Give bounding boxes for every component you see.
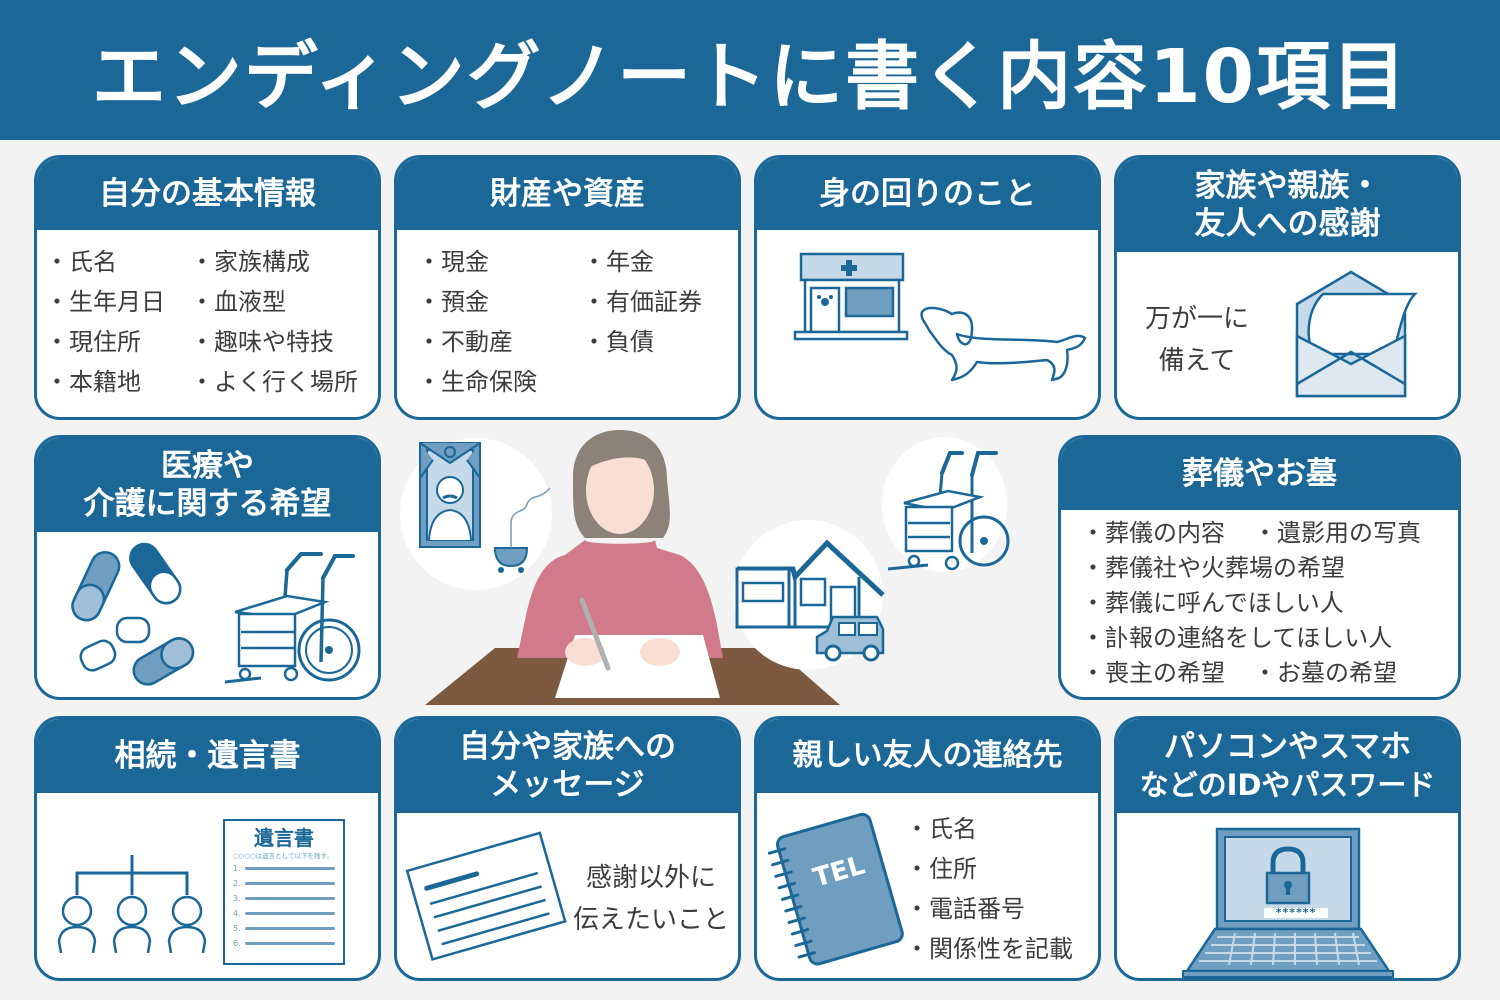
card-header: 親しい友人の連絡先 xyxy=(757,719,1098,793)
card-caption: 感謝以外に 伝えたいこと xyxy=(573,863,730,935)
card-caption: 万が一に 備えて xyxy=(1145,304,1250,376)
card-header: 自分や家族への メッセージ xyxy=(397,719,738,813)
card-title: 身の回りのこと xyxy=(819,176,1036,212)
card-basic-info: 自分の基本情報 氏名 生年月日 現住所 本籍地 家族構成 血液型 趣味や特技 よ… xyxy=(34,155,381,420)
pills-icon xyxy=(71,542,195,686)
wheelchair-icon xyxy=(224,552,361,684)
list-item: 電話番号 xyxy=(905,889,1073,929)
item-list-right: 年金 有価証券 負債 xyxy=(582,242,702,362)
will-document-icon: 遺言書 ○○○○は遺言として以下を残す。 1. 2. 3. 4. 5. 6. xyxy=(223,819,345,965)
card-title-line2: 友人への感謝 xyxy=(1194,206,1381,242)
card-assets: 財産や資産 現金 預金 不動産 生命保険 年金 有価証券 負債 xyxy=(394,155,741,420)
list-item: 年金 xyxy=(582,242,702,282)
card-funeral-grave: 葬儀やお墓 葬儀の内容・遺影用の写真 葬儀社や火葬場の希望 葬儀に呼んでほしい人… xyxy=(1058,435,1461,700)
house-car-icon xyxy=(735,539,885,662)
list-item: 氏名 xyxy=(905,809,1073,849)
list-item: 葬儀の内容・遺影用の写真 xyxy=(1081,516,1421,551)
letter-card-icon xyxy=(405,831,567,961)
card-title-line2: メッセージ xyxy=(490,767,645,803)
list-item: 氏名 xyxy=(45,242,165,282)
list-item: 生年月日 xyxy=(45,282,165,322)
card-gratitude: 家族や親族・ 友人への感謝 万が一に 備えて xyxy=(1114,155,1461,420)
item-list-left: 現金 預金 不動産 生命保険 xyxy=(417,242,537,402)
item-list: 葬儀の内容・遺影用の写真 葬儀社や火葬場の希望 葬儀に呼んでほしい人 訃報の連絡… xyxy=(1081,516,1421,691)
card-title: 自分の基本情報 xyxy=(99,176,316,212)
list-item: 葬儀に呼んでほしい人 xyxy=(1081,586,1421,621)
list-item: 関係性を記載 xyxy=(905,929,1073,969)
list-item: 現金 xyxy=(417,242,537,282)
card-header: パソコンやスマホ などのIDやパスワード xyxy=(1117,719,1458,813)
list-item: 負債 xyxy=(582,322,702,362)
vet-clinic-icon xyxy=(793,252,909,341)
family-tree-icon xyxy=(57,855,207,954)
card-medical-care: 医療や 介護に関する希望 xyxy=(34,435,381,700)
dachshund-icon xyxy=(920,306,1087,382)
list-item: 有価証券 xyxy=(582,282,702,322)
list-item: よく行く場所 xyxy=(190,362,358,402)
list-item: 不動産 xyxy=(417,322,537,362)
item-list-right: 家族構成 血液型 趣味や特技 よく行く場所 xyxy=(190,242,358,402)
list-item: 血液型 xyxy=(190,282,358,322)
woman-writing-icon xyxy=(425,430,840,705)
list-item: 家族構成 xyxy=(190,242,358,282)
envelope-letter-icon xyxy=(1295,270,1419,398)
list-item: 本籍地 xyxy=(45,362,165,402)
card-title-line1: 自分や家族への xyxy=(459,729,676,765)
list-item: 喪主の希望・お墓の希望 xyxy=(1081,656,1421,691)
list-item: 預金 xyxy=(417,282,537,322)
card-title: 相続・遺言書 xyxy=(114,738,301,774)
card-messages: 自分や家族への メッセージ 感謝以外に 伝えたいこと xyxy=(394,716,741,981)
card-header: 財産や資産 xyxy=(397,158,738,230)
list-item: 趣味や特技 xyxy=(190,322,358,362)
card-personal-affairs: 身の回りのこと xyxy=(754,155,1101,420)
card-header: 身の回りのこと xyxy=(757,158,1098,230)
list-item: 現住所 xyxy=(45,322,165,362)
card-title-line1: 家族や親族・ xyxy=(1194,168,1381,204)
card-title-line2: 介護に関する希望 xyxy=(83,486,332,522)
page-title: エンディングノートに書く内容10項目 xyxy=(91,33,1409,120)
card-header: 自分の基本情報 xyxy=(37,158,378,230)
list-item: 住所 xyxy=(905,849,1073,889)
card-friend-contacts: 親しい友人の連絡先 TEL 氏名 住所 電話番号 関係性を記載 xyxy=(754,716,1101,981)
card-title-line1: 医療や xyxy=(161,448,254,484)
card-title: 葬儀やお墓 xyxy=(1182,456,1337,492)
list-item: 訃報の連絡をしてほしい人 xyxy=(1081,621,1421,656)
card-header: 葬儀やお墓 xyxy=(1061,438,1458,510)
keyboard-icon xyxy=(1182,927,1394,978)
list-item: 葬儀社や火葬場の希望 xyxy=(1081,551,1421,586)
card-header: 家族や親族・ 友人への感謝 xyxy=(1117,158,1458,252)
wheelchair-icon xyxy=(887,451,1010,571)
card-id-password: パソコンやスマホ などのIDやパスワード ****** xyxy=(1114,716,1461,981)
password-field: ****** xyxy=(1264,907,1328,918)
card-header: 医療や 介護に関する希望 xyxy=(37,438,378,532)
item-list: 氏名 住所 電話番号 関係性を記載 xyxy=(905,809,1073,969)
item-list-left: 氏名 生年月日 現住所 本籍地 xyxy=(45,242,165,402)
list-item: 生命保険 xyxy=(417,362,537,402)
title-banner: エンディングノートに書く内容10項目 xyxy=(0,0,1500,140)
card-title-line2: などのIDやパスワード xyxy=(1139,768,1436,802)
address-book-icon xyxy=(767,812,904,966)
memorial-portrait-icon xyxy=(419,442,551,573)
card-title: 財産や資産 xyxy=(490,176,645,212)
card-title-line1: パソコンやスマホ xyxy=(1163,729,1412,765)
card-inheritance-will: 相続・遺言書 遺言書 ○○○○は遺言として以下を残す。 1. 2. 3. 4. … xyxy=(34,716,381,981)
card-header: 相続・遺言書 xyxy=(37,719,378,793)
card-title: 親しい友人の連絡先 xyxy=(792,738,1063,773)
